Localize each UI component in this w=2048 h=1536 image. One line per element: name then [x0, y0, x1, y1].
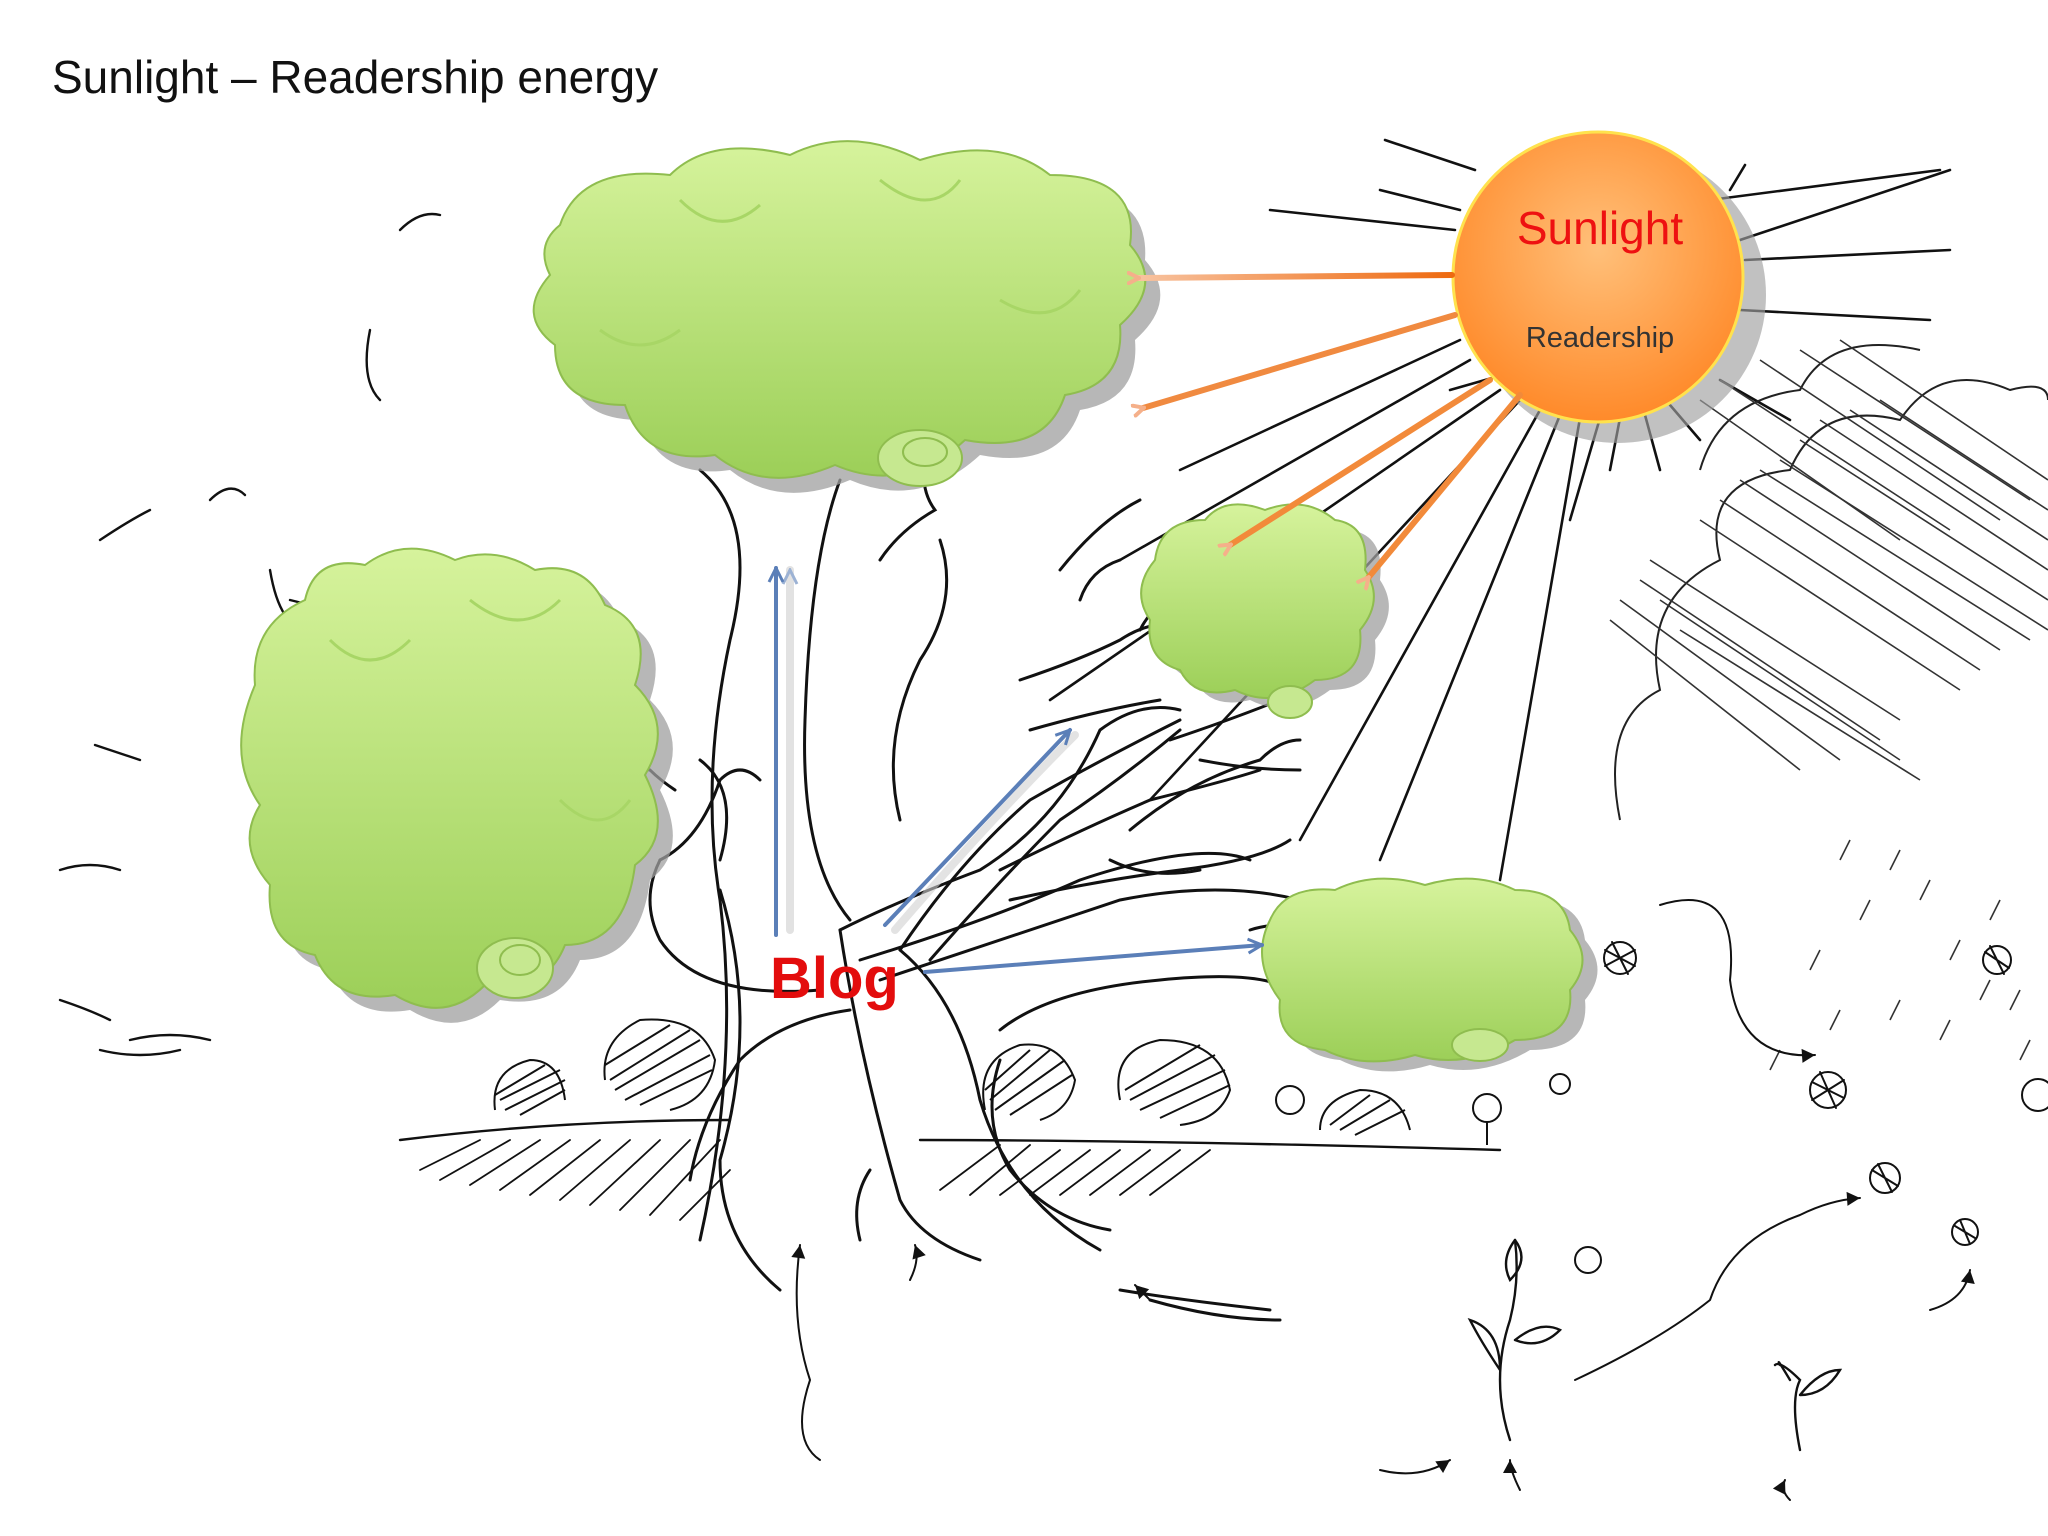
- shrub: [603, 1018, 717, 1111]
- shrub: [1319, 1088, 1411, 1136]
- dandelion-icon: [791, 899, 2048, 1501]
- canopy-left: [240, 547, 659, 1009]
- shrub: [982, 1043, 1077, 1121]
- ground-sketch: [398, 1118, 1502, 1221]
- growth-arrow: [923, 945, 1262, 974]
- canopy-bud: [1267, 685, 1313, 719]
- sunlight-arrow: [1138, 275, 1455, 278]
- canopy-top: [532, 140, 1147, 487]
- tree-trunk: [598, 458, 1322, 1322]
- sun-label: Sunlight: [1516, 202, 1684, 254]
- seedling-icon: [1467, 1238, 1843, 1452]
- sunlight-arrow: [1368, 392, 1523, 578]
- sunlight-arrow: [1143, 312, 1458, 408]
- canopy-lower-right: [1261, 877, 1584, 1063]
- growth-arrow-icon: [776, 566, 1262, 974]
- sun-icon: [1451, 130, 1766, 443]
- canopy-middle-right: [1140, 503, 1375, 719]
- sunlight-arrows: [1138, 275, 1523, 578]
- shrub: [1117, 1038, 1232, 1126]
- growth-arrow: [883, 730, 1070, 927]
- canopy-bud: [877, 429, 963, 487]
- sunlight-arrow: [1230, 377, 1493, 545]
- canopy-bud: [476, 937, 554, 999]
- shrubs: [493, 1018, 1502, 1145]
- trunk-label: Blog: [770, 946, 899, 1011]
- rain-cloud-icon: [1609, 339, 2048, 1071]
- shrub: [493, 1058, 566, 1116]
- sun-sublabel: Readership: [1525, 322, 1675, 354]
- slide-title: Sunlight – Readership energy: [52, 51, 659, 103]
- canopy-bud: [1451, 1028, 1509, 1062]
